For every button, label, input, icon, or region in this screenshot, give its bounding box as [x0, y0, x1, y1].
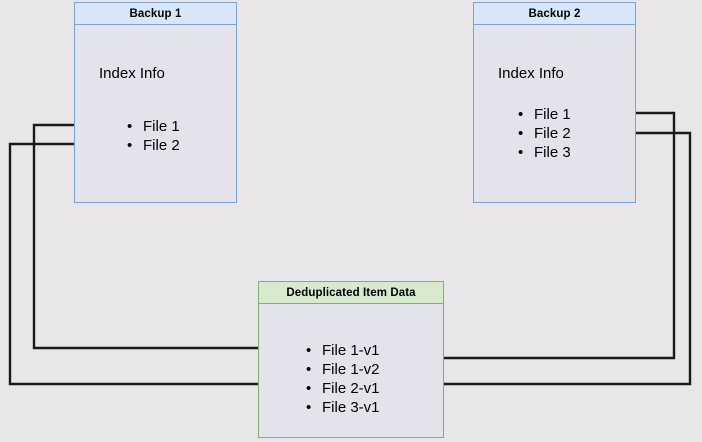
- dedup-box[interactable]: Deduplicated Item Data File 1-v1 File 1-…: [258, 281, 444, 438]
- backup1-body: Index Info File 1 File 2: [75, 25, 236, 202]
- dedup-list-item[interactable]: File 3-v1: [306, 398, 380, 417]
- dedup-list-item[interactable]: File 1-v2: [306, 360, 380, 379]
- backup1-box[interactable]: Backup 1 Index Info File 1 File 2: [74, 2, 237, 203]
- backup1-file-item[interactable]: File 1: [127, 117, 180, 136]
- backup2-body: Index Info File 1 File 2 File 3: [474, 25, 635, 202]
- dedup-body: File 1-v1 File 1-v2 File 2-v1 File 3-v1: [259, 304, 443, 437]
- dedup-list-item[interactable]: File 2-v1: [306, 379, 380, 398]
- backup1-index-label: Index Info: [99, 65, 165, 82]
- backup1-file-list: File 1 File 2: [127, 117, 180, 155]
- backup2-file-list: File 1 File 2 File 3: [518, 105, 571, 162]
- dedup-header: Deduplicated Item Data: [259, 282, 443, 304]
- backup2-header: Backup 2: [474, 3, 635, 25]
- backup2-file-item[interactable]: File 3: [518, 143, 571, 162]
- backup1-header: Backup 1: [75, 3, 236, 25]
- backup2-file-item[interactable]: File 1: [518, 105, 571, 124]
- backup1-file-item[interactable]: File 2: [127, 136, 180, 155]
- backup2-file-item[interactable]: File 2: [518, 124, 571, 143]
- backup2-box[interactable]: Backup 2 Index Info File 1 File 2 File 3: [473, 2, 636, 203]
- dedup-item-list: File 1-v1 File 1-v2 File 2-v1 File 3-v1: [306, 341, 380, 417]
- dedup-list-item[interactable]: File 1-v1: [306, 341, 380, 360]
- backup2-index-label: Index Info: [498, 65, 564, 82]
